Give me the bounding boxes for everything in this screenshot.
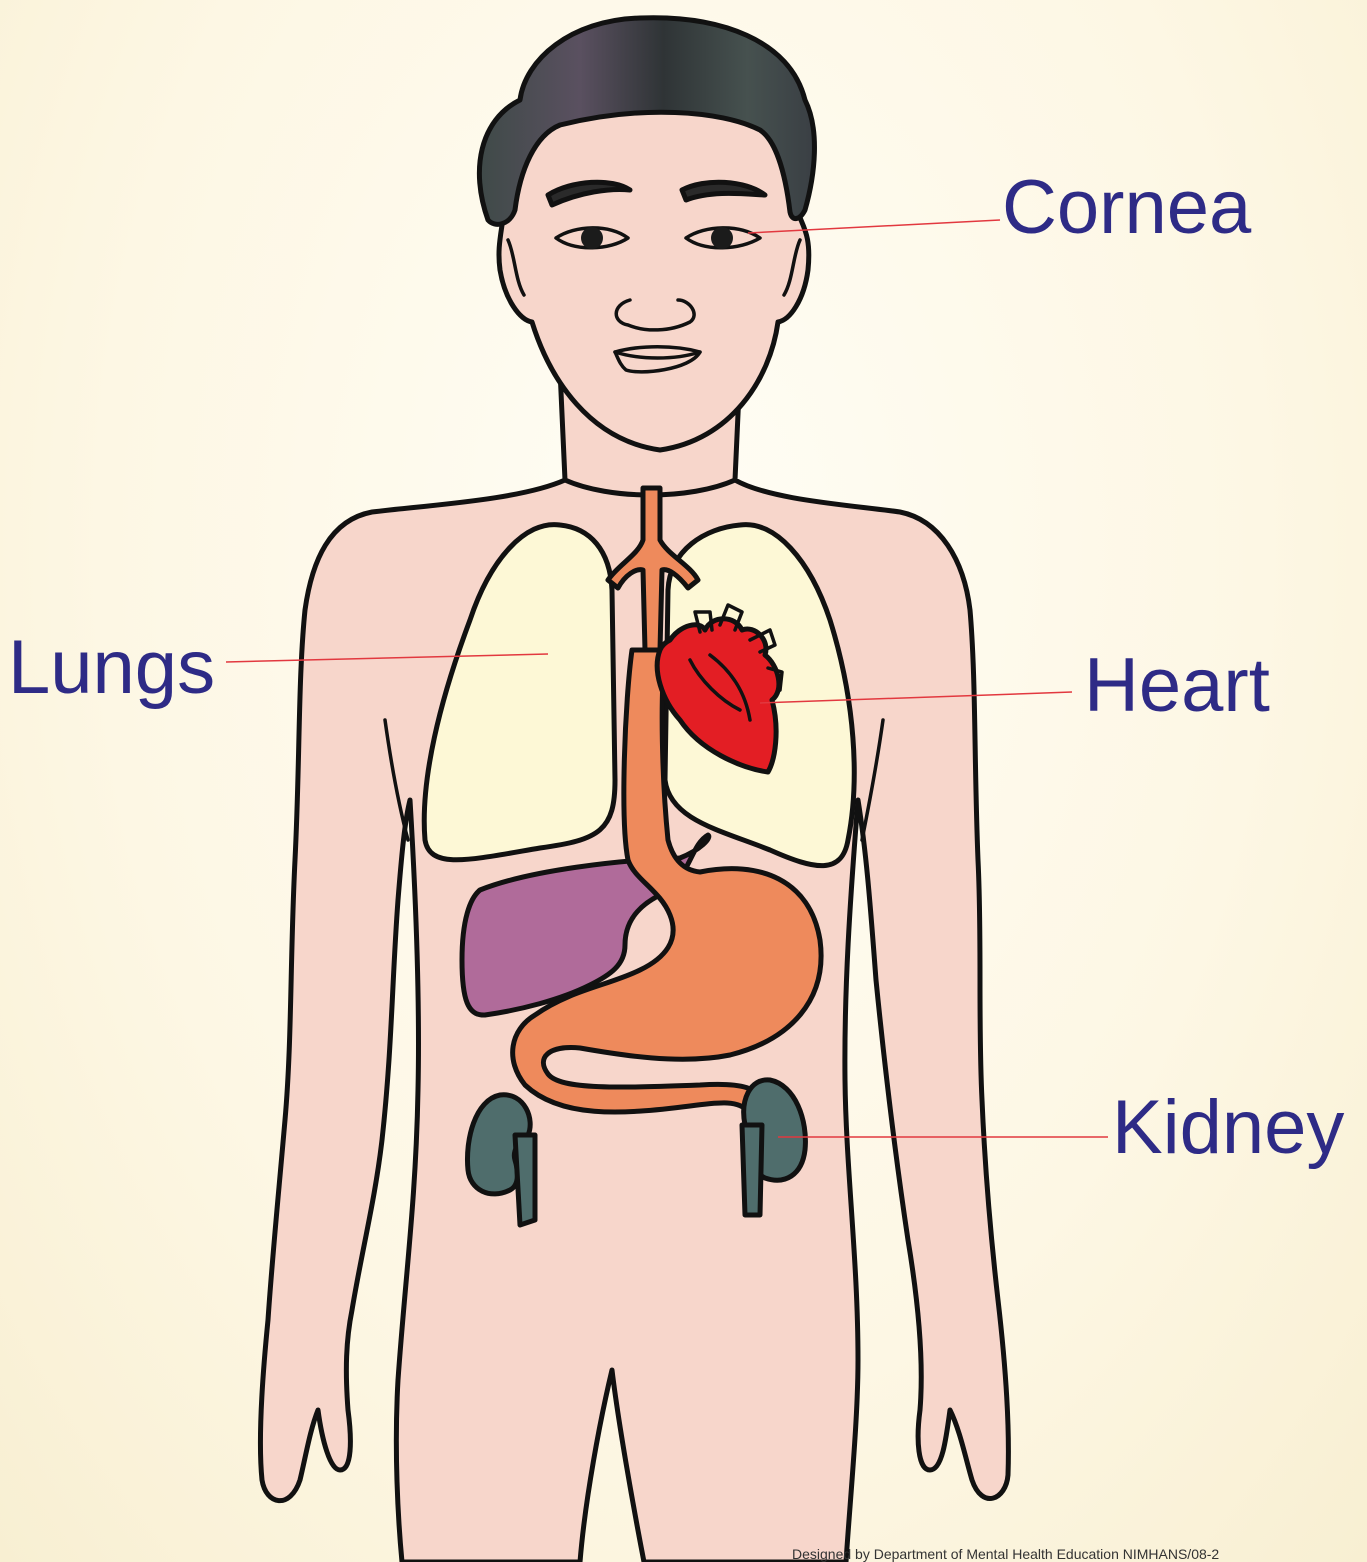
cornea-label: Cornea xyxy=(1002,170,1251,246)
right-pupil xyxy=(711,227,733,249)
lungs-label: Lungs xyxy=(8,630,215,706)
left-pupil xyxy=(581,227,603,249)
designer-credit: Designed by Department of Mental Health … xyxy=(792,1546,1367,1562)
heart-label: Heart xyxy=(1084,648,1270,724)
right-ureter xyxy=(742,1125,762,1215)
kidney-label: Kidney xyxy=(1112,1090,1344,1166)
left-ureter xyxy=(515,1135,535,1225)
